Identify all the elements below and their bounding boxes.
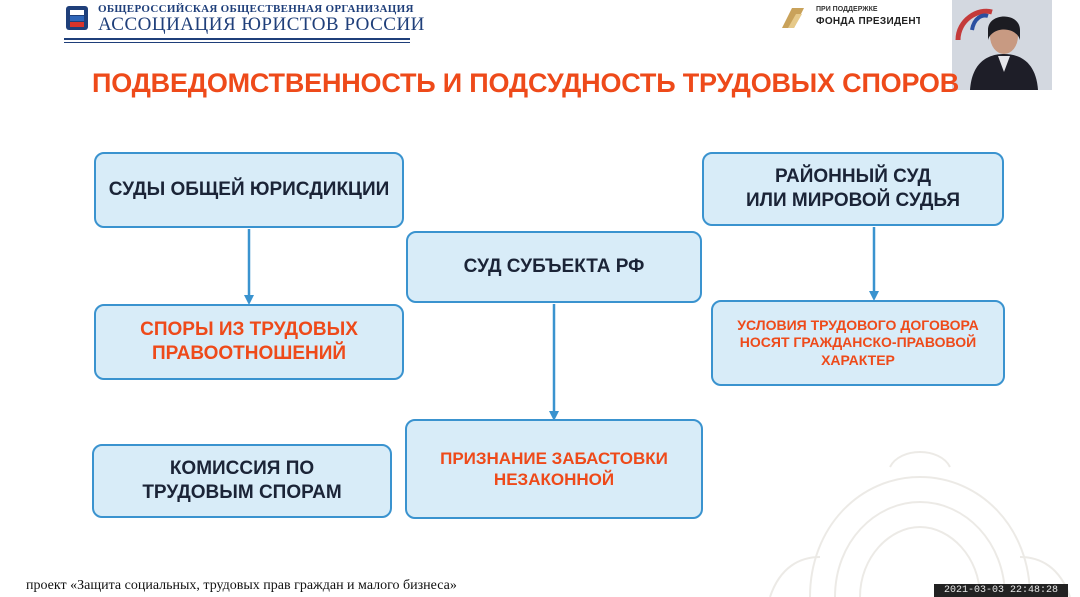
node-district-court-line1: РАЙОННЫЙ СУД bbox=[775, 166, 931, 188]
org-name-line2: АССОЦИАЦИЯ ЮРИСТОВ РОССИИ bbox=[98, 14, 425, 35]
node-labor-disputes-line2: ПРАВООТНОШЕНИЙ bbox=[151, 343, 347, 364]
node-general-jurisdiction-courts: СУДЫ ОБЩЕЙ ЮРИСДИКЦИИ bbox=[94, 152, 404, 228]
node-commission-line1: КОМИССИЯ ПО bbox=[169, 458, 315, 480]
node-labor-disputes-line1: СПОРЫ ИЗ ТРУДОВЫХ bbox=[140, 319, 358, 341]
node-commission-line2: ТРУДОВЫМ СПОРАМ bbox=[142, 482, 342, 503]
node-civil-contract-line1: УСЛОВИЯ ТРУДОВОГО ДОГОВОРА bbox=[737, 316, 979, 333]
header-rule bbox=[64, 38, 410, 40]
grant-fund-name: ФОНДА ПРЕЗИДЕНТСКИХ bbox=[816, 16, 920, 27]
slide-title: ПОДВЕДОМСТВЕННОСТЬ И ПОДСУДНОСТЬ ТРУДОВЫ… bbox=[92, 68, 960, 98]
association-emblem-icon bbox=[66, 6, 88, 30]
presidential-grants-logo-icon bbox=[782, 8, 804, 28]
recording-timestamp: 2021-03-03 22:48:28 bbox=[934, 584, 1068, 597]
grant-support-label: ПРИ ПОДДЕРЖКЕ bbox=[816, 6, 878, 13]
node-labor-disputes-commission: КОМИССИЯ ПО ТРУДОВЫМ СПОРАМ bbox=[92, 444, 392, 518]
node-subject-court: СУД СУБЪЕКТА РФ bbox=[406, 231, 702, 303]
project-footer-text: проект «Защита социальных, трудовых прав… bbox=[26, 578, 457, 593]
node-subject-court-label: СУД СУБЪЕКТА РФ bbox=[463, 256, 645, 278]
speaker-webcam-video bbox=[952, 0, 1052, 90]
node-district-court-line2: ИЛИ МИРОВОЙ СУДЬЯ bbox=[745, 190, 961, 211]
slide-header: ОБЩЕРОССИЙСКАЯ ОБЩЕСТВЕННАЯ ОРГАНИЗАЦИЯ … bbox=[0, 0, 1080, 50]
node-strike-line1: ПРИЗНАНИЕ ЗАБАСТОВКИ bbox=[440, 448, 668, 468]
node-district-court: РАЙОННЫЙ СУД ИЛИ МИРОВОЙ СУДЬЯ bbox=[702, 152, 1004, 226]
node-civil-contract-line3: ХАРАКТЕР bbox=[821, 351, 895, 368]
node-civil-contract: УСЛОВИЯ ТРУДОВОГО ДОГОВОРА НОСЯТ ГРАЖДАН… bbox=[711, 300, 1005, 386]
node-strike-illegal: ПРИЗНАНИЕ ЗАБАСТОВКИ НЕЗАКОННОЙ bbox=[405, 419, 703, 519]
header-rule-thin bbox=[64, 42, 410, 43]
org-name-line1: ОБЩЕРОССИЙСКАЯ ОБЩЕСТВЕННАЯ ОРГАНИЗАЦИЯ bbox=[98, 3, 414, 15]
node-civil-contract-line2: НОСЯТ ГРАЖДАНСКО-ПРАВОВОЙ bbox=[739, 334, 977, 351]
speaker-avatar bbox=[952, 0, 1052, 90]
node-general-jurisdiction-label: СУДЫ ОБЩЕЙ ЮРИСДИКЦИИ bbox=[108, 179, 390, 201]
node-labor-relations-disputes: СПОРЫ ИЗ ТРУДОВЫХ ПРАВООТНОШЕНИЙ bbox=[94, 304, 404, 380]
node-strike-line2: НЕЗАКОННОЙ bbox=[493, 470, 615, 489]
